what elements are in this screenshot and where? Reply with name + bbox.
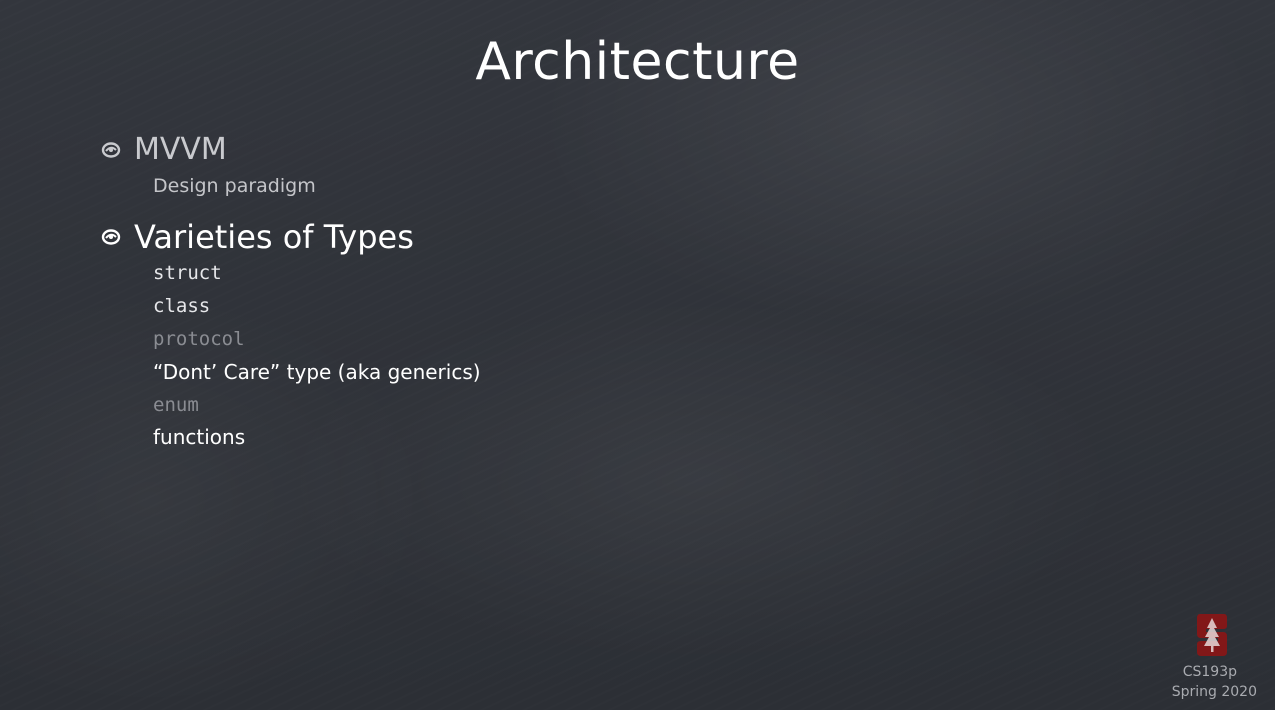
stanford-tree-logo-icon [1196,612,1228,658]
bullet-swirl-icon [100,139,122,161]
subitem-struct: struct [153,262,222,284]
subitem-protocol: protocol [153,328,245,350]
subitem-dont-care-type: “Dont’ Care” type (aka generics) [153,360,481,384]
term-label: Spring 2020 [1171,684,1257,700]
subitem-class: class [153,295,211,317]
bullet-label: MVVM [134,132,227,167]
subitem-functions: functions [153,425,246,449]
subitem-enum: enum [153,394,199,416]
slide-title: Architecture [475,32,800,92]
bullet-mvvm: MVVM [100,132,227,167]
bullet-varieties-of-types: Varieties of Types [100,218,414,256]
subitem-design-paradigm: Design paradigm [153,175,316,197]
bullet-label: Varieties of Types [134,218,414,256]
course-label: CS193p [1182,664,1237,680]
bullet-swirl-icon [100,226,122,248]
